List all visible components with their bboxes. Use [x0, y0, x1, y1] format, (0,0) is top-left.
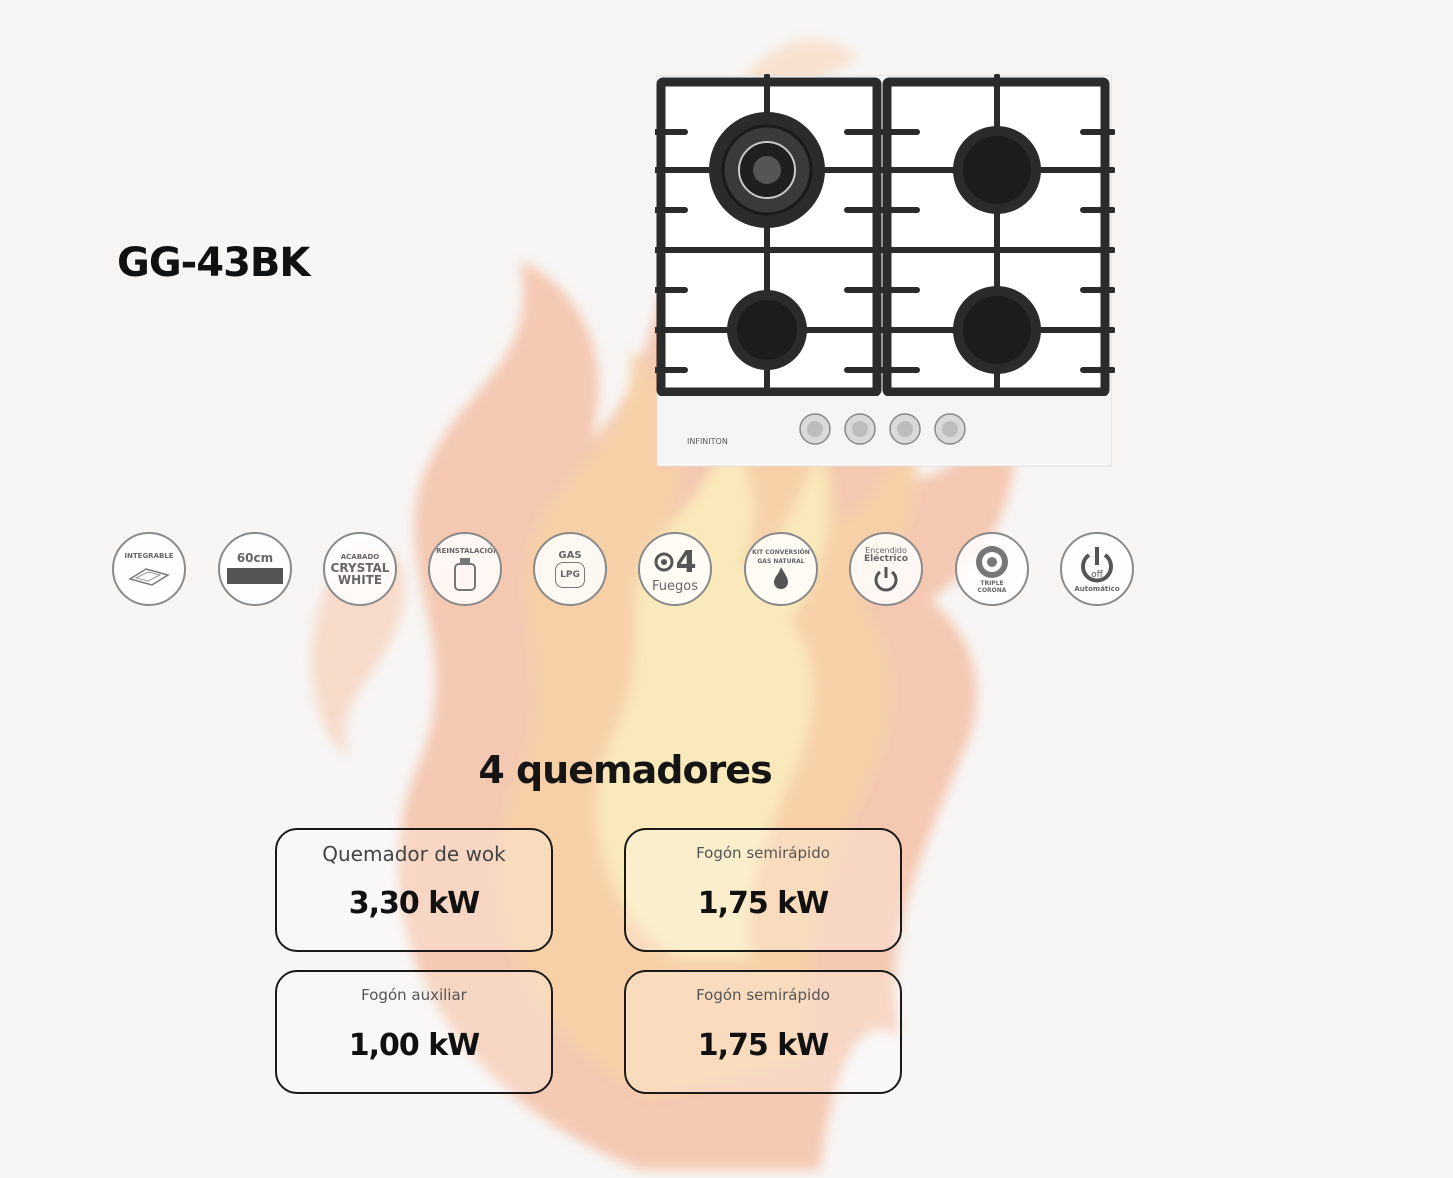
preinstalacion-icon: PREINSTALACIÓN — [428, 532, 502, 606]
gas-hob-image: INFINITON — [655, 74, 1115, 467]
burner-power: 1,75 kW — [697, 886, 830, 921]
width-60cm-icon: 60cm — [218, 532, 292, 606]
burner-label: Fogón semirápido — [696, 986, 830, 1004]
model-title: GG-43BK — [117, 240, 310, 286]
triple-crown-icon: TRIPLE CORONA — [955, 532, 1029, 606]
burners-title: 4 quemadores — [478, 748, 772, 792]
feature-icons-row: INTEGRABLE 60cm ACABADO CRYSTAL WHITE PR… — [110, 532, 1150, 612]
electric-ignition-icon: Encendido Eléctrico — [849, 532, 923, 606]
burner-power: 1,75 kW — [697, 1028, 830, 1063]
gas-lpg-icon: GAS LPG — [533, 532, 607, 606]
crystal-white-icon: ACABADO CRYSTAL WHITE — [323, 532, 397, 606]
burner-card-semirapid-2: Fogón semirápido 1,75 kW — [624, 970, 902, 1094]
burner-power: 3,30 kW — [348, 886, 481, 921]
burner-label: Fogón semirápido — [696, 844, 830, 862]
four-burners-icon: 4 Fuegos — [638, 532, 712, 606]
auto-off-icon: off Automático — [1060, 532, 1134, 606]
hob-brand-logo: INFINITON — [687, 437, 728, 446]
burner-label: Fogón auxiliar — [361, 986, 467, 1004]
natural-gas-kit-icon: KIT CONVERSIÓN GAS NATURAL — [744, 532, 818, 606]
burner-card-semirapid-1: Fogón semirápido 1,75 kW — [624, 828, 902, 952]
burner-power: 1,00 kW — [348, 1028, 481, 1063]
svg-text:off: off — [1091, 570, 1104, 580]
burner-card-auxiliary: Fogón auxiliar 1,00 kW — [275, 970, 553, 1094]
burner-card-wok: Quemador de wok 3,30 kW — [275, 828, 553, 952]
burner-label: Quemador de wok — [322, 842, 506, 866]
integrable-icon: INTEGRABLE — [112, 532, 186, 606]
